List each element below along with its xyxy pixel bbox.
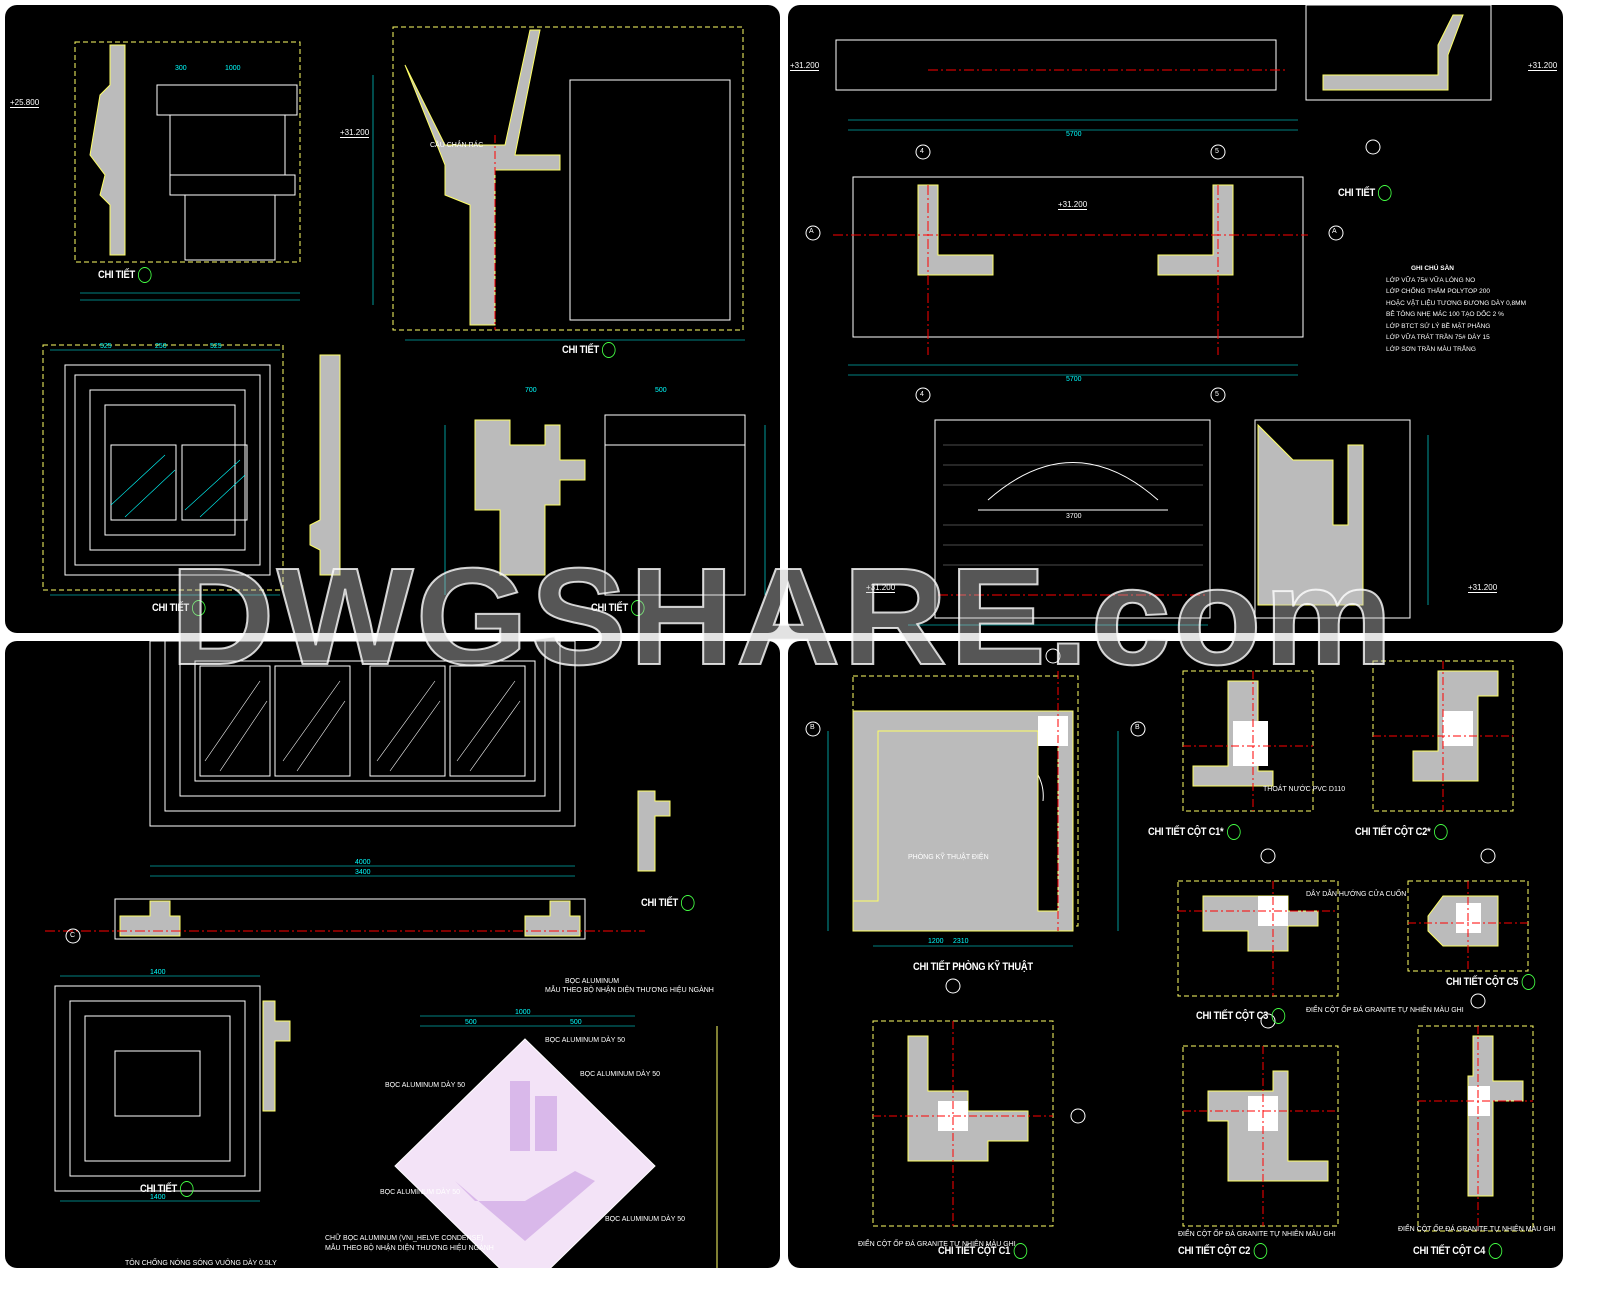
detail-label: CHI TIẾT PHÒNG KỸ THUẬT [913, 961, 1033, 973]
annotation: ĐIỂN CỘT ỐP ĐÁ GRANITE TỰ NHIÊN MÀU GHI [858, 1241, 1016, 1248]
dimension-text: 700 [525, 387, 537, 394]
annotation: MẪU THEO BỘ NHẬN DIỆN THƯƠNG HIỆU NGÀNH [545, 987, 714, 994]
elevation-marker: +31.200 [1468, 583, 1498, 593]
axis-label: A [809, 228, 814, 235]
axis-label: B [1135, 724, 1140, 731]
dimension-text: 5700 [1066, 376, 1082, 383]
annotation: ĐIỂN CỘT ỐP ĐÁ GRANITE TỰ NHIÊN MÀU GHI [1306, 1007, 1464, 1014]
dimension-text: 5700 [1066, 131, 1082, 138]
dimension-text: 525 [210, 343, 222, 350]
annotation: BỌC ALUMINUM DÀY 50 [580, 1071, 661, 1078]
dimension-text: 1400 [150, 969, 166, 976]
annotation: BỌC ALUMINUM [565, 978, 620, 985]
annotation: CHỮ BỌC ALUMINUM (VNI_HELVE CONDENSE) [325, 1235, 484, 1242]
detail-label: CHI TIẾT [98, 267, 152, 283]
panel-column-details: B B 2310 1200 PHÒNG KỸ THUẬT ĐIỆN CHI TI… [788, 641, 1563, 1268]
axis-label: B [810, 724, 815, 731]
annotation: ĐIỂN CỘT ỐP ĐÁ GRANITE TỰ NHIÊN MÀU GHI [1178, 1231, 1336, 1238]
column-label-c2-star: CHI TIẾT CỘT C2* [1355, 824, 1448, 840]
annotation: BỌC ALUMINUM DÀY 50 [545, 1037, 626, 1044]
dimension-text: 250 [155, 343, 167, 350]
column-label-c4: CHI TIẾT CỘT C4 [1413, 1243, 1503, 1259]
elevation-marker: +31.200 [866, 583, 896, 593]
dimension-text: 1000 [225, 65, 241, 72]
floor-layer-legend: GHI CHÚ SÀN LỚP VỮA 75# VỮA LÓNG NO LỚP … [1386, 263, 1526, 355]
annotation: TÔN CHỐNG NÓNG SÓNG VUÔNG DÀY 0.5LY [125, 1260, 277, 1267]
column-label-c3: CHI TIẾT CỘT C3 [1196, 1008, 1286, 1024]
detail-label: CHI TIẾT [641, 895, 695, 911]
elevation-marker: +31.200 [340, 128, 370, 138]
dimension-text: 1000 [515, 1009, 531, 1016]
panel-window-logo-details: 4000 3400 1400 1400 1000 500 500 C CHI T… [5, 641, 780, 1268]
annotation: BỌC ALUMINUM DÀY 50 [385, 1082, 466, 1089]
elevation-marker: +25.800 [10, 98, 40, 108]
dimension-text: 3400 [355, 869, 371, 876]
legend-item: BÊ TÔNG NHẸ MÁC 100 TẠO DỐC 2 % [1386, 311, 1504, 318]
detail-label: CHI TIẾT [591, 600, 645, 616]
cad-drawing-roof [805, 5, 1492, 626]
legend-title: GHI CHÚ SÀN [1411, 265, 1454, 272]
detail-label: CHI TIẾT [152, 600, 206, 616]
panel-roof-details: +31.200 +31.200 +31.200 +31.200 +31.200 … [788, 5, 1563, 633]
annotation: ĐIỂN CỘT ỐP ĐÁ GRANITE TỰ NHIÊN MÀU GHI [1398, 1226, 1556, 1233]
dimension-text: 3700 [1066, 513, 1082, 520]
dimension-text: 500 [570, 1019, 582, 1026]
dimension-text: 1400 [150, 1194, 166, 1201]
annotation: BỌC ALUMINUM DÀY 50 [380, 1189, 461, 1196]
axis-label: C [70, 932, 76, 939]
legend-item: HOẶC VẬT LIỆU TƯƠNG ĐƯƠNG DÀY 0,8MM [1386, 299, 1526, 307]
annotation: DÂY DẪN HƯỚNG CỬA CUỐN [1306, 891, 1407, 898]
cad-drawing-columns [805, 648, 1534, 1232]
cad-drawing-window-logo [45, 641, 718, 1268]
axis-label: 4 [920, 391, 924, 398]
detail-label: CHI TIẾT [1338, 185, 1392, 201]
brand-logo [394, 1038, 656, 1268]
legend-item: LỚP VỮA TRÁT TRẦN 75# DÀY 15 [1386, 334, 1490, 341]
room-name: PHÒNG KỸ THUẬT ĐIỆN [908, 854, 989, 861]
elevation-marker: +31.200 [1528, 61, 1558, 71]
cad-drawing-facade [42, 26, 766, 596]
detail-label: CHI TIẾT [140, 1181, 194, 1197]
column-label-c2: CHI TIẾT CỘT C2 [1178, 1243, 1268, 1259]
elevation-marker: +31.200 [1058, 200, 1088, 210]
dimension-text: 300 [175, 65, 187, 72]
dimension-text: 500 [655, 387, 667, 394]
detail-label: CHI TIẾT [562, 342, 616, 358]
dimension-text: 525 [100, 343, 112, 350]
axis-label: A [1332, 228, 1337, 235]
column-label-c1: CHI TIẾT CỘT C1 [938, 1243, 1028, 1259]
dimension-text: 1200 [928, 938, 944, 945]
axis-label: 5 [1215, 391, 1219, 398]
dimension-text: 4000 [355, 859, 371, 866]
dimension-text: 500 [465, 1019, 477, 1026]
annotation: THOÁT NƯỚC PVC D110 [1263, 786, 1346, 793]
column-label-c1-star: CHI TIẾT CỘT C1* [1148, 824, 1241, 840]
panel-facade-details: +25.800 +31.200 CẦU CHẮN RÁC 300 1000 52… [5, 5, 780, 633]
legend-item: LỚP VỮA 75# VỮA LÓNG NO [1386, 276, 1476, 284]
legend-item: LỚP SƠN TRẦN MÀU TRẮNG [1386, 345, 1476, 353]
axis-label: 5 [1215, 148, 1219, 155]
legend-item: LỚP CHỐNG THẤM POLYTOP 200 [1386, 288, 1490, 295]
legend-item: LỚP BTCT SỬ LÝ BỀ MẶT PHẲNG [1386, 322, 1491, 330]
elevation-marker: +31.200 [790, 61, 820, 71]
column-label-c5: CHI TIẾT CỘT C5 [1446, 974, 1536, 990]
annotation: BỌC ALUMINUM DÀY 50 [605, 1216, 686, 1223]
dimension-text: 2310 [953, 938, 969, 945]
annotation: MẪU THEO BỘ NHẬN DIỆN THƯƠNG HIỆU NGÀNH [325, 1245, 494, 1252]
axis-label: 4 [920, 148, 924, 155]
note-text: CẦU CHẮN RÁC [430, 142, 484, 149]
